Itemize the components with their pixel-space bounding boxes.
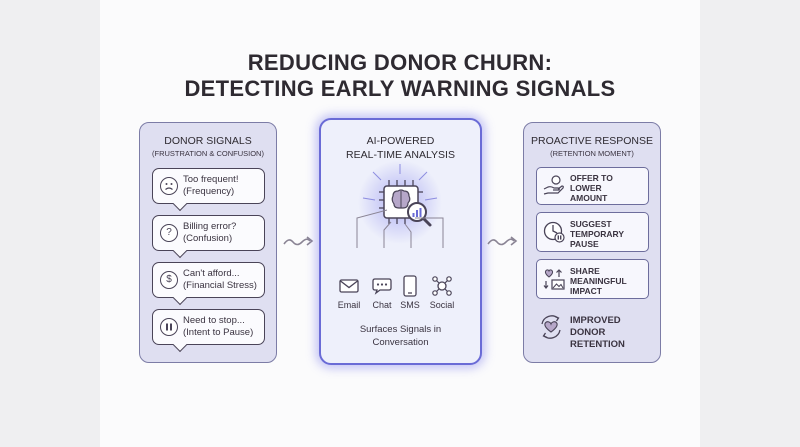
heart-image-icon xyxy=(543,269,565,290)
signal-text: Need to stop... (Intent to Pause) xyxy=(183,315,254,338)
question-icon: ? xyxy=(160,224,178,242)
action-share-impact: SHARE MEANINGFUL IMPACT xyxy=(536,259,649,299)
diagram-title-line1: REDUCING DONOR CHURN: xyxy=(247,50,553,75)
signal-bubble-frequency: Too frequent! (Frequency) xyxy=(152,168,265,204)
signal-bubble-financial: $ Can't afford... (Financial Stress) xyxy=(152,262,265,298)
channel-label-email: Email xyxy=(337,300,361,310)
proactive-response-title: PROACTIVE RESPONSE xyxy=(531,135,653,147)
action-text: OFFER TO LOWER AMOUNT xyxy=(570,173,613,203)
action-offer-lower-amount: OFFER TO LOWER AMOUNT xyxy=(536,167,649,205)
donor-signals-panel: DONOR SIGNALS (FRUSTRATION & CONFUSION) … xyxy=(139,122,277,363)
donor-signals-title: DONOR SIGNALS xyxy=(164,135,252,147)
diagram-title-line2: DETECTING EARLY WARNING SIGNALS xyxy=(184,76,616,101)
email-icon xyxy=(339,279,359,293)
action-suggest-pause: SUGGEST TEMPORARY PAUSE xyxy=(536,212,649,252)
ai-brain-chip-icon xyxy=(356,160,444,248)
pause-icon xyxy=(160,318,178,336)
proactive-response-panel: PROACTIVE RESPONSE (RETENTION MOMENT) OF… xyxy=(523,122,661,363)
phone-icon xyxy=(403,275,417,297)
clock-pause-icon xyxy=(543,221,565,243)
channel-label-social: Social xyxy=(429,300,455,310)
donor-signals-subtitle: (FRUSTRATION & CONFUSION) xyxy=(152,149,264,158)
chat-icon xyxy=(372,278,392,295)
dollar-icon: $ xyxy=(160,271,178,289)
action-text: SUGGEST TEMPORARY PAUSE xyxy=(570,219,624,249)
flow-arrow-icon xyxy=(283,236,314,246)
signal-bubble-confusion: ? Billing error? (Confusion) xyxy=(152,215,265,251)
result-improved-retention: IMPROVED DONOR RETENTION xyxy=(570,315,625,350)
surfaces-signals-caption: Surfaces Signals in Conversation xyxy=(359,324,442,348)
signal-text: Billing error? (Confusion) xyxy=(183,221,237,244)
signal-text: Can't afford... (Financial Stress) xyxy=(183,268,257,291)
action-text: SHARE MEANINGFUL IMPACT xyxy=(570,266,627,296)
flow-arrow-icon xyxy=(487,236,518,246)
social-network-icon xyxy=(432,276,452,296)
ai-analysis-title: AI-POWERED REAL-TIME ANALYSIS xyxy=(346,135,455,161)
signal-bubble-pause: Need to stop... (Intent to Pause) xyxy=(152,309,265,345)
ai-analysis-panel: AI-POWERED REAL-TIME ANALYSIS xyxy=(319,118,482,365)
hand-coin-icon xyxy=(543,175,564,195)
channel-label-sms: SMS xyxy=(400,300,420,310)
proactive-response-subtitle: (RETENTION MOMENT) xyxy=(550,149,634,158)
heart-cycle-icon xyxy=(541,315,561,339)
signal-text: Too frequent! (Frequency) xyxy=(183,174,239,197)
sad-face-icon xyxy=(160,177,178,195)
channel-label-chat: Chat xyxy=(372,300,392,310)
